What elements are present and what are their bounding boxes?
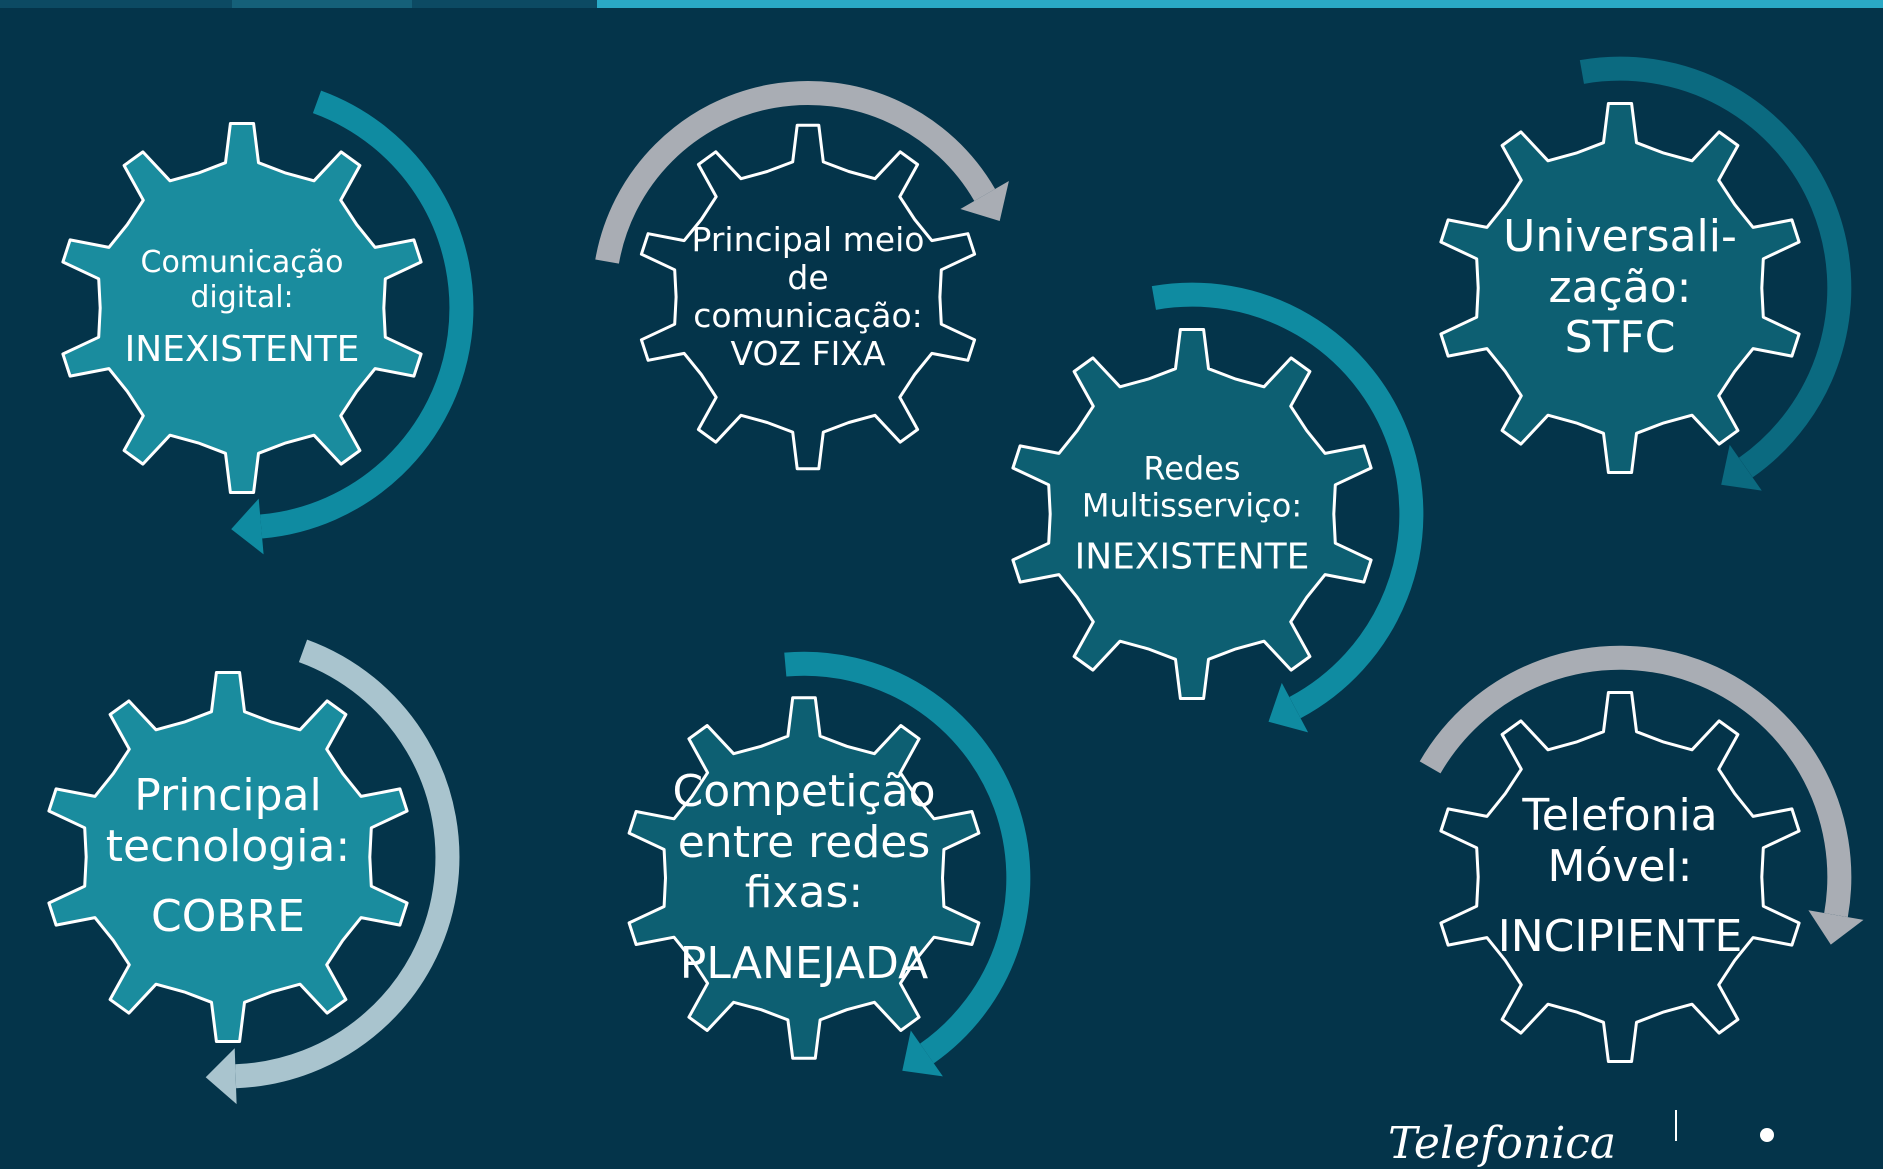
gear-value: PLANEJADA bbox=[679, 937, 929, 989]
arrowhead-icon bbox=[902, 1030, 943, 1077]
gear-title: Comunicação digital: bbox=[140, 244, 344, 315]
gear-icon bbox=[1439, 691, 1801, 1063]
gear-icon bbox=[47, 671, 409, 1043]
gear-title: Principal tecnologia: bbox=[105, 770, 351, 872]
gear-label-telefonia-movel: Telefonia Móvel: INCIPIENTE bbox=[1480, 790, 1760, 963]
gear-title: Competição entre redes fixas: bbox=[672, 765, 936, 918]
gear-icon bbox=[1439, 102, 1801, 474]
gear-redes-multisservico bbox=[1011, 282, 1424, 733]
gear-value: COBRE bbox=[151, 891, 305, 943]
gear-title: Principal meio de comunicação: bbox=[691, 220, 925, 335]
company-logo-wordmark: Telefonica bbox=[1388, 1118, 1617, 1169]
gear-title: Redes Multisserviço: bbox=[1081, 449, 1303, 525]
arrowhead-icon bbox=[1808, 910, 1864, 945]
gear-icon bbox=[627, 696, 981, 1060]
gear-value: STFC bbox=[1564, 312, 1676, 364]
cycle-arrow-universalizacao bbox=[1579, 56, 1852, 478]
gear-title: Universali-zação: bbox=[1503, 211, 1737, 313]
gear-competicao bbox=[627, 651, 1031, 1077]
gear-value: VOZ FIXA bbox=[730, 333, 886, 373]
logo-mark-icon bbox=[1760, 1128, 1774, 1142]
gear-value: INEXISTENTE bbox=[1074, 536, 1310, 578]
cycle-arrow-telefonia-movel bbox=[1419, 645, 1852, 918]
gear-telefonia-movel bbox=[1419, 645, 1864, 1063]
gear-label-comunicacao-digital: Comunicação digital: INEXISTENTE bbox=[112, 244, 372, 370]
gear-title: Telefonia Móvel: bbox=[1522, 790, 1718, 892]
top-bar-segment-4 bbox=[597, 0, 1883, 8]
gear-icon bbox=[639, 123, 977, 471]
gear-comunicacao-digital bbox=[61, 90, 474, 555]
gear-label-principal-meio: Principal meio de comunicação:VOZ FIXA bbox=[678, 221, 938, 373]
gear-label-redes-multisservico: Redes Multisserviço: INEXISTENTE bbox=[1057, 449, 1327, 578]
gear-icon bbox=[1011, 328, 1373, 700]
cycle-arrow-redes-multisservico bbox=[1151, 282, 1424, 719]
gear-universalizacao bbox=[1439, 56, 1852, 491]
gear-value: INEXISTENTE bbox=[124, 328, 360, 370]
arrowhead-icon bbox=[1721, 444, 1762, 491]
gear-label-principal-tecnologia: Principal tecnologia: COBRE bbox=[88, 770, 368, 943]
top-bar-segment-1 bbox=[0, 0, 232, 8]
arrowhead-icon bbox=[205, 1048, 237, 1105]
cycle-arrow-competicao bbox=[784, 651, 1031, 1064]
gear-value: INCIPIENTE bbox=[1497, 911, 1743, 963]
gear-principal-tecnologia bbox=[47, 639, 460, 1105]
gear-label-universalizacao: Universali-zação:STFC bbox=[1490, 211, 1750, 364]
arrowhead-icon bbox=[231, 498, 264, 555]
cycle-arrow-comunicacao-digital bbox=[260, 90, 474, 539]
gear-label-competicao: Competição entre redes fixas: PLANEJADA bbox=[664, 765, 944, 989]
top-accent-bar bbox=[0, 0, 1883, 8]
top-bar-segment-2 bbox=[232, 0, 412, 8]
gear-principal-meio bbox=[595, 80, 1009, 471]
arrowhead-icon bbox=[960, 181, 1009, 221]
logo-divider bbox=[1675, 1110, 1677, 1141]
cycle-arrow-principal-tecnologia bbox=[235, 639, 460, 1089]
top-bar-segment-3 bbox=[412, 0, 597, 8]
gear-icon bbox=[61, 122, 423, 494]
gear-diagram bbox=[47, 56, 1864, 1105]
arrowhead-icon bbox=[1268, 682, 1309, 733]
cycle-arrow-principal-meio bbox=[595, 80, 996, 264]
